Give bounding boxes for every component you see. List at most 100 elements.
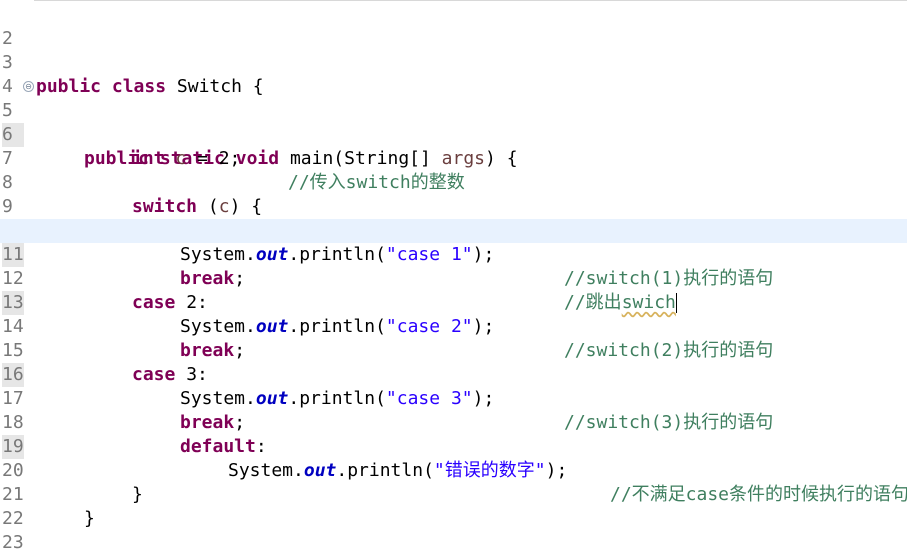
code-line[interactable]: 12 case 2: — [0, 243, 907, 313]
code-token: ); — [472, 244, 495, 265]
keyword-token: break — [180, 268, 235, 289]
code-text: switch (c) { — [132, 195, 262, 219]
field-token: out — [255, 244, 289, 265]
code-token: System. — [180, 244, 256, 265]
code-token: System. — [180, 316, 256, 337]
code-text: System.out.println("case 1"); — [180, 243, 494, 267]
code-token: ); — [472, 316, 495, 337]
keyword-token: int — [132, 148, 165, 169]
code-line[interactable]: 14 break; — [0, 291, 907, 361]
line-number: 12 — [2, 268, 24, 289]
variable-token: args — [441, 148, 486, 169]
code-text: } — [132, 484, 143, 505]
line-number: 24 — [2, 555, 24, 558]
variable-token: c — [218, 196, 230, 217]
code-text: System.out.println("case 2"); — [180, 315, 494, 339]
field-token: out — [303, 460, 337, 481]
code-line[interactable]: 21 } — [0, 459, 907, 529]
code-line[interactable]: 13 System.out.println("case 2"); //switc… — [0, 267, 907, 361]
code-token: 3: — [175, 364, 208, 385]
code-line[interactable]: 17 break; — [0, 363, 907, 433]
code-token: .println( — [336, 460, 434, 481]
code-line[interactable]: 23 } — [0, 507, 907, 558]
line-number: 11 — [2, 243, 24, 267]
code-line[interactable]: 6 int c = 2; //传入switch的整数 — [0, 99, 907, 193]
keyword-token: default — [180, 436, 256, 457]
code-line[interactable]: 8 switch (c) { — [0, 147, 907, 217]
code-line[interactable]: 24 — [0, 531, 907, 558]
line-number-gutter — [0, 0, 34, 558]
code-line[interactable]: 19 System.out.println("错误的数字"); //不满足cas… — [0, 411, 907, 505]
fold-collapse-icon[interactable]: ⊖ — [23, 81, 34, 92]
code-token: System. — [228, 460, 304, 481]
keyword-token: void — [235, 148, 280, 169]
line-number: 13 — [2, 291, 24, 315]
code-line[interactable]: 2 — [0, 3, 907, 49]
code-text: case 2: — [132, 291, 208, 315]
field-token: out — [255, 316, 289, 337]
code-token: ) { — [229, 196, 263, 217]
code-line[interactable]: 18 default: — [0, 387, 907, 457]
code-token: : — [255, 436, 267, 457]
line-number: 14 — [2, 316, 24, 337]
keyword-token: switch — [132, 196, 198, 217]
spelling-warning-token[interactable]: swich — [621, 292, 676, 313]
code-token: ; — [234, 412, 246, 433]
keyword-token: static — [159, 148, 225, 169]
comment-token: //跳出 — [564, 292, 622, 313]
code-token: System. — [180, 388, 256, 409]
code-token: ) { — [485, 148, 518, 169]
code-text: public static void main(String[] args) { — [84, 147, 518, 171]
code-text: System.out.println("case 3"); — [180, 387, 494, 411]
string-literal: "错误的数字" — [433, 460, 546, 481]
code-text: } — [36, 555, 47, 558]
line-number: 9 — [2, 196, 13, 217]
code-line[interactable]: 22 — [0, 483, 907, 529]
line-number: 22 — [2, 508, 24, 529]
code-line-current[interactable]: 11 break; //跳出swich — [0, 219, 907, 313]
code-text: default: — [180, 435, 267, 459]
code-text: public class Switch { — [36, 75, 264, 99]
line-number: 19 — [2, 435, 24, 459]
line-number: 17 — [2, 388, 24, 409]
code-comment: //switch(1)执行的语句 — [564, 268, 774, 289]
code-token: .println( — [288, 244, 386, 265]
keyword-token: class — [111, 76, 167, 97]
code-text: break; — [180, 267, 245, 291]
keyword-token: break — [180, 340, 235, 361]
keyword-token: case — [132, 292, 176, 313]
code-line[interactable]: 9 case 1: — [0, 171, 907, 241]
code-line[interactable]: 4 — [0, 51, 907, 97]
code-text: } — [84, 508, 95, 529]
code-token: ; — [234, 268, 246, 289]
line-number: 3 — [2, 52, 13, 73]
editor-top-border — [0, 0, 907, 1]
string-literal: "case 2" — [385, 316, 473, 337]
keyword-token: case — [132, 364, 176, 385]
string-literal: "case 1" — [385, 244, 473, 265]
code-text: break; — [180, 411, 245, 435]
line-number: 4 — [2, 76, 13, 97]
line-number: 18 — [2, 412, 24, 433]
code-line[interactable]: 10 System.out.println("case 1"); //switc… — [0, 195, 907, 289]
line-number: 6 — [2, 123, 24, 147]
code-line[interactable]: 20 } — [0, 435, 907, 505]
code-token: ); — [545, 460, 568, 481]
code-line[interactable]: 7 — [0, 123, 907, 169]
code-line[interactable]: 15 case 3: — [0, 315, 907, 385]
code-token: ; — [234, 340, 246, 361]
line-number: 23 — [2, 532, 24, 553]
code-line[interactable]: 5 ⊖ public static void main(String[] arg… — [0, 75, 907, 169]
line-number: 15 — [2, 340, 24, 361]
code-comment: //不满足case条件的时候执行的语句 — [610, 484, 907, 505]
code-text: int c = 2; — [132, 147, 240, 171]
code-text: break; — [180, 339, 245, 363]
code-token: .println( — [288, 316, 386, 337]
code-text: System.out.println("错误的数字"); — [228, 459, 567, 483]
code-token: main(String[] — [289, 148, 442, 169]
code-line[interactable]: 16 System.out.println("case 3"); //switc… — [0, 339, 907, 433]
line-number: 21 — [2, 484, 24, 505]
code-line[interactable]: 3 public class Switch { — [0, 27, 907, 97]
code-token: 2: — [175, 292, 208, 313]
